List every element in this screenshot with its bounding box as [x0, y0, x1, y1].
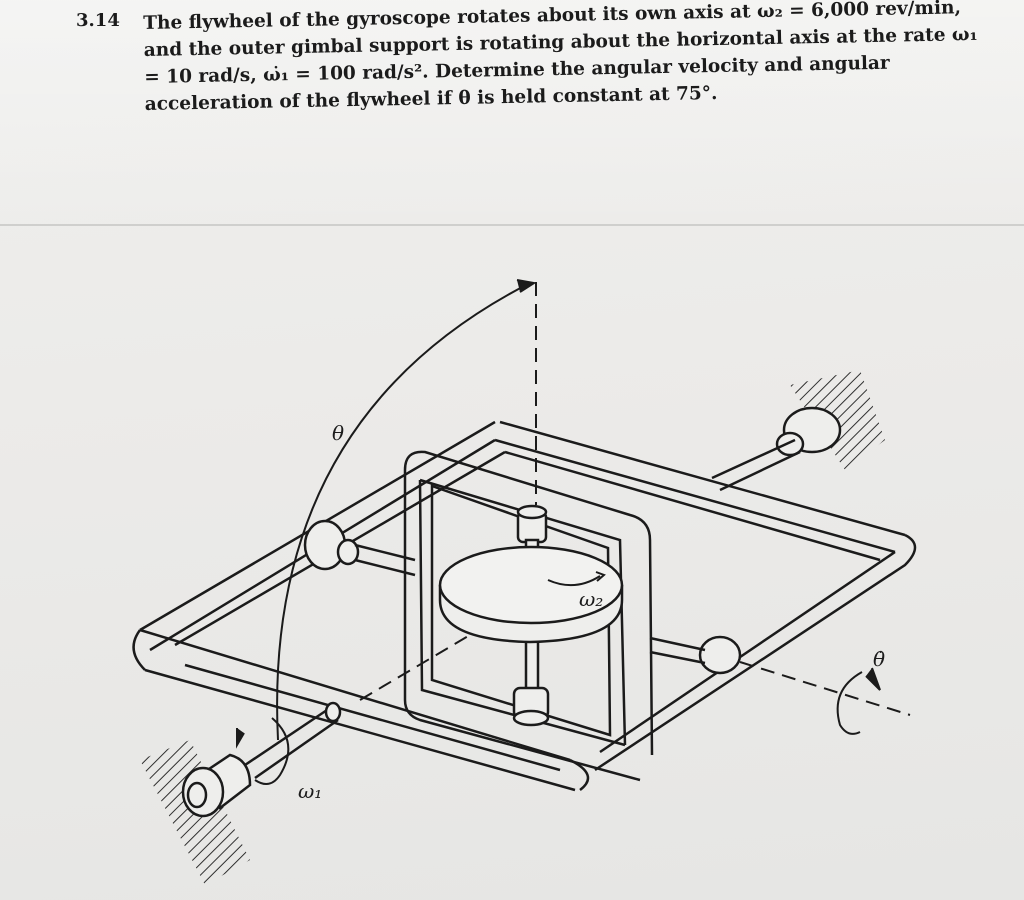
bearing-frame-right — [649, 635, 742, 675]
bearing-right — [711, 406, 842, 492]
theta-dot-arrow — [836, 667, 881, 735]
inner-gimbal — [403, 450, 654, 782]
bearing-left — [181, 701, 342, 818]
gimbal-axis — [359, 634, 911, 716]
omega1-arrow — [236, 717, 290, 785]
theta-label: θ — [332, 421, 344, 445]
omega2-label: ω₂ — [579, 587, 603, 611]
problem-number: 3.14 — [76, 10, 120, 31]
omega1-label: ω₁ — [298, 779, 322, 803]
theta-dot-label: θ̇ — [873, 647, 885, 671]
flywheel — [438, 545, 624, 644]
page-shading — [0, 0, 1024, 230]
bearing-frame-left — [303, 519, 416, 577]
theta-arc — [276, 279, 537, 741]
page-edge — [0, 224, 1024, 226]
